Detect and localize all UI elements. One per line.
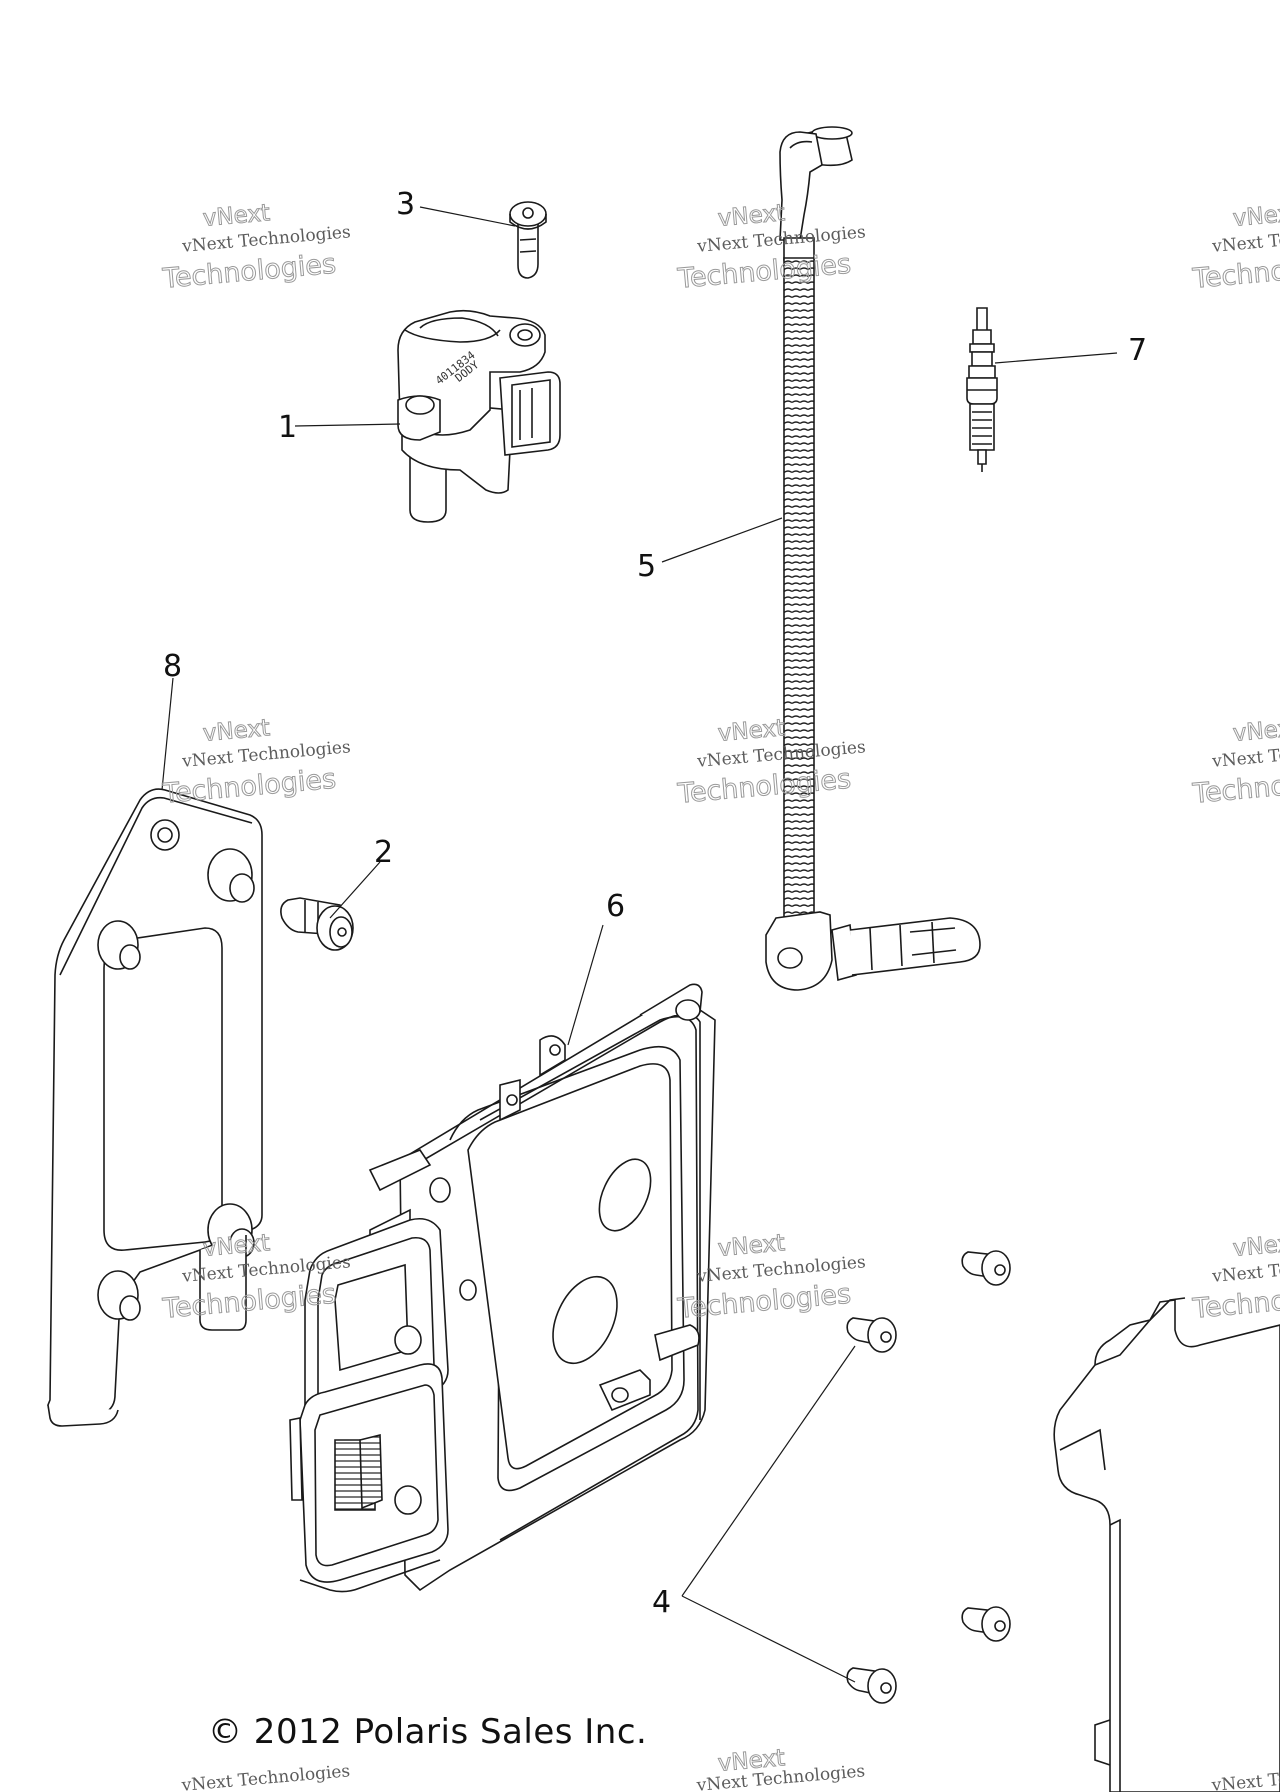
cover-panel	[1054, 1298, 1280, 1792]
leader-lines	[161, 206, 1118, 1683]
watermark-line0: vNext	[717, 715, 786, 747]
watermark-line2: Technologies	[1191, 764, 1280, 810]
spark-plug	[967, 308, 997, 472]
watermark-5: vNext vNext Technologies Technologies	[675, 715, 866, 811]
watermark-line1: vNext Technologies	[180, 1761, 351, 1792]
screw-bracket	[281, 898, 353, 950]
watermark-9: vNext vNext Technologies Technologies	[1190, 1230, 1280, 1326]
watermark-line0: vNext	[1232, 1230, 1280, 1262]
screw-cover-3	[962, 1607, 1010, 1641]
callouts: 1 2 3 4 5 6 7 8	[163, 187, 1147, 1620]
watermark-line0: vNext	[717, 1745, 786, 1777]
watermark-11: vNext vNext Technologies	[695, 1745, 866, 1792]
watermark-4: vNext vNext Technologies Technologies	[160, 715, 351, 811]
callout-2: 2	[374, 835, 393, 870]
screw-coil	[510, 202, 546, 278]
callout-3: 3	[396, 187, 415, 222]
ignition-coil: 4011834 DODY	[398, 311, 560, 522]
watermark-3: vNext vNext Technologies Technologies	[1190, 200, 1280, 296]
callout-4: 4	[652, 1585, 671, 1620]
screw-cover-1	[962, 1251, 1010, 1285]
copyright-notice: © 2012 Polaris Sales Inc.	[208, 1712, 648, 1752]
watermark-line0: vNext	[717, 1230, 786, 1262]
watermark-line0: vNext	[1232, 200, 1280, 232]
callout-7: 7	[1128, 333, 1147, 368]
screw-cover-4	[847, 1668, 896, 1703]
callout-8: 8	[163, 649, 182, 684]
watermark-line2: Technologies	[1191, 249, 1280, 295]
callout-6: 6	[606, 889, 625, 924]
watermark-line0: vNext	[202, 200, 271, 232]
watermark-line0: vNext	[1232, 715, 1280, 747]
callout-1: 1	[278, 410, 297, 445]
watermark-line2: Technologies	[1191, 1279, 1280, 1325]
spark-plug-wire	[766, 127, 980, 990]
screw-cover-2	[847, 1318, 896, 1352]
callout-5: 5	[637, 549, 656, 584]
watermark-line0: vNext	[717, 200, 786, 232]
watermark-1: vNext vNext Technologies Technologies	[160, 200, 351, 296]
watermark-6: vNext vNext Technologies Technologies	[1190, 715, 1280, 811]
ecu-module	[290, 984, 715, 1591]
watermark-2: vNext vNext Technologies Technologies	[675, 200, 866, 296]
watermark-10: vNext Technologies	[180, 1761, 351, 1792]
watermark-line0: vNext	[202, 1230, 271, 1262]
watermark-line0: vNext	[202, 715, 271, 747]
mounting-bracket	[48, 789, 262, 1426]
